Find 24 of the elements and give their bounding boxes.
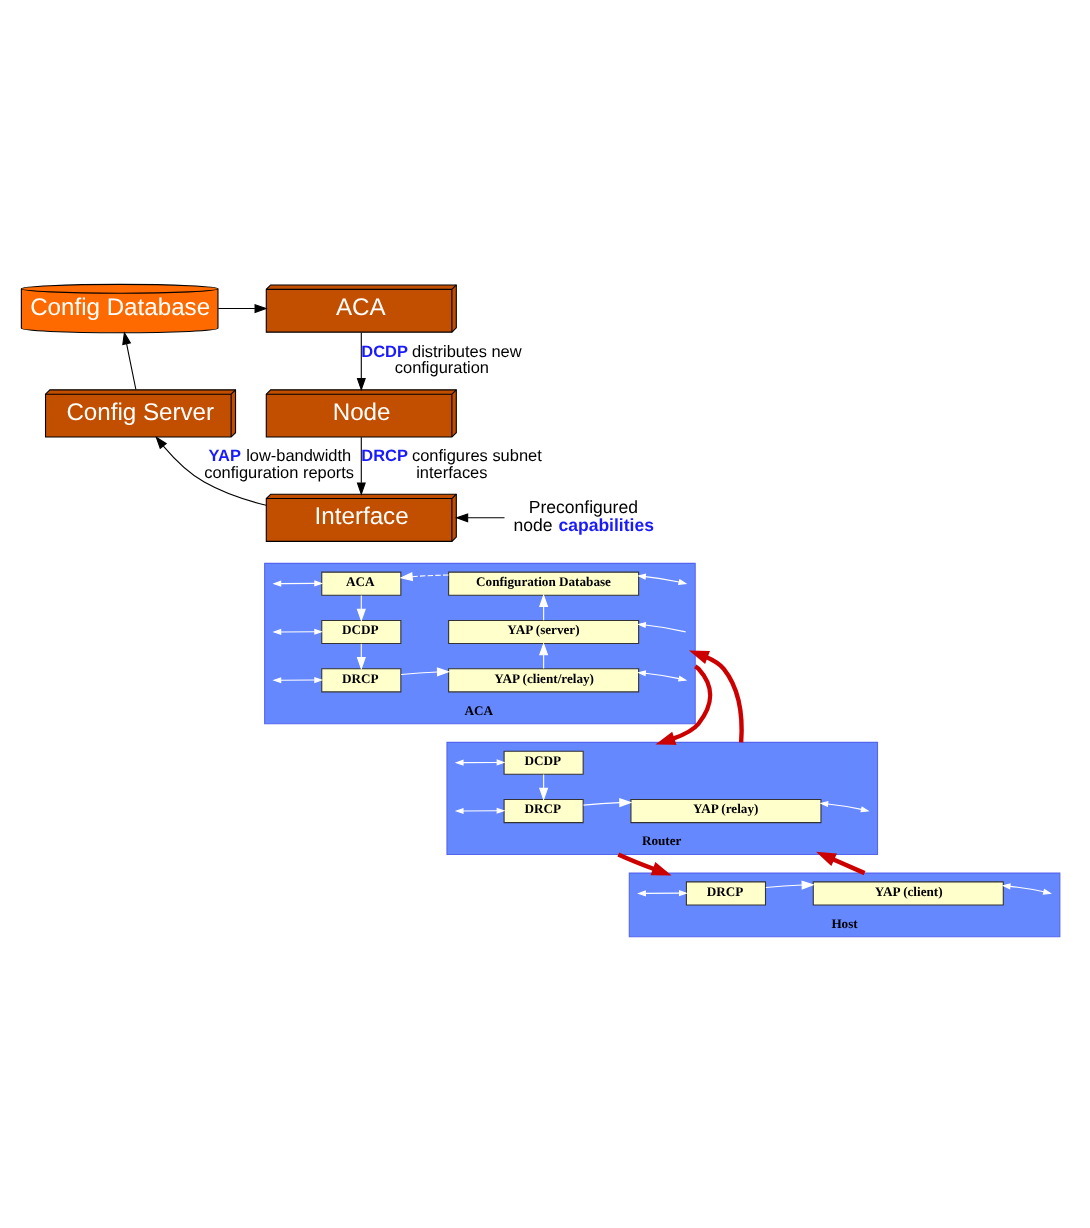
arrow	[272, 675, 324, 683]
arrow	[356, 435, 366, 495]
arrow	[399, 571, 450, 581]
arrow	[582, 797, 633, 807]
arrow	[455, 512, 506, 522]
arrow	[217, 302, 268, 313]
arrow	[400, 666, 451, 676]
arrow	[122, 330, 137, 390]
arrow	[819, 799, 870, 812]
arrow	[539, 641, 549, 669]
arrow	[454, 758, 506, 765]
arrow	[272, 579, 324, 586]
arrow	[617, 851, 672, 875]
arrow	[272, 627, 324, 634]
arrow	[765, 879, 815, 889]
arrow	[155, 435, 267, 505]
arrow	[637, 620, 687, 632]
arrow	[356, 330, 366, 391]
arrow	[454, 806, 506, 814]
node-text: Preconfigured node capabilities	[513, 496, 654, 534]
arrow	[655, 663, 713, 744]
arrow	[816, 850, 866, 875]
arrow	[356, 593, 366, 621]
arrow	[689, 649, 744, 742]
